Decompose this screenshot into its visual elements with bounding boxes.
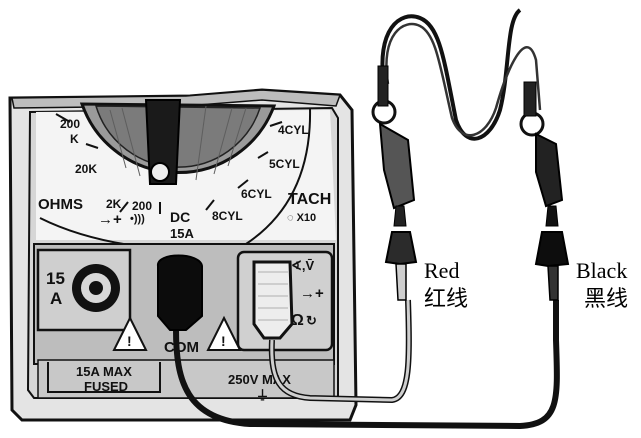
cyl4-label: 4CYL: [278, 123, 309, 137]
diode-icon: →+: [98, 211, 122, 228]
ohms-label: OHMS: [38, 196, 83, 213]
continuity-icon: •))): [130, 213, 145, 225]
warning-icon-left: !: [112, 315, 148, 351]
black-probe-clip: [535, 132, 564, 208]
lead-labels: Red 红线 Black 黑线: [424, 258, 628, 311]
fused-max-label: 15A MAX: [76, 364, 132, 379]
overhead-lead-1: [380, 8, 522, 141]
black-lead-cable: [173, 300, 560, 430]
red-plug: [252, 260, 294, 340]
black-lead-label-cn: 黑线: [584, 286, 628, 311]
svg-text:!: !: [221, 333, 226, 349]
dial-ticks: [55, 113, 283, 214]
svg-text:!: !: [127, 333, 132, 349]
black-lead-label-en: Black: [576, 258, 627, 283]
dc-label: DC: [170, 209, 190, 225]
ohm-recycle-icon: ↻: [306, 313, 317, 328]
overhead-lead-2: [385, 22, 542, 137]
red-plug-texture: [258, 271, 288, 321]
tach-arc: [245, 107, 312, 245]
rotary-pointer: [144, 99, 182, 185]
diode-symbol-icon: →+: [300, 285, 324, 302]
rotary-pointer-dot: [150, 162, 170, 182]
fused-label: FUSED: [84, 379, 128, 394]
warning-icon-right: !: [206, 315, 242, 351]
ohm-symbol: Ω: [291, 312, 304, 329]
dc-15a-label: 15A: [170, 226, 194, 241]
com-label: COM: [164, 339, 199, 356]
black-probe-handle: [534, 231, 570, 268]
black-plug: [157, 254, 203, 331]
fused-bracket: [47, 362, 161, 393]
range-200k-unit: K: [70, 132, 79, 146]
range-200k-top: 200: [60, 117, 80, 131]
rotary-selector[interactable]: [79, 99, 277, 185]
range-2k: 2K: [106, 197, 122, 211]
black-probe: [519, 81, 570, 301]
test-leads: [157, 8, 560, 430]
knob-ridges: [109, 105, 247, 181]
ground-icon: ⏚: [256, 388, 269, 403]
range-20k: 20K: [75, 162, 97, 176]
red-lead-label-en: Red: [424, 258, 459, 283]
amp-jack-value: 15: [46, 269, 65, 288]
volt-symbol-icon: ∢,V̄: [291, 258, 315, 273]
red-probe-clip: [378, 122, 416, 210]
red-lead-label-cn: 红线: [424, 286, 468, 311]
amp-jack[interactable]: [72, 264, 120, 312]
cyl6-label: 6CYL: [241, 187, 272, 201]
tach-x10-label: ◌ X10: [287, 212, 316, 224]
cyl8-label: 8CYL: [212, 209, 243, 223]
red-probe: [371, 65, 418, 301]
range-200: 200: [132, 199, 152, 213]
tach-label: TACH: [288, 191, 331, 208]
red-probe-handle: [384, 231, 418, 266]
cyl5-label: 5CYL: [269, 157, 300, 171]
amp-jack-unit: A: [50, 289, 62, 308]
